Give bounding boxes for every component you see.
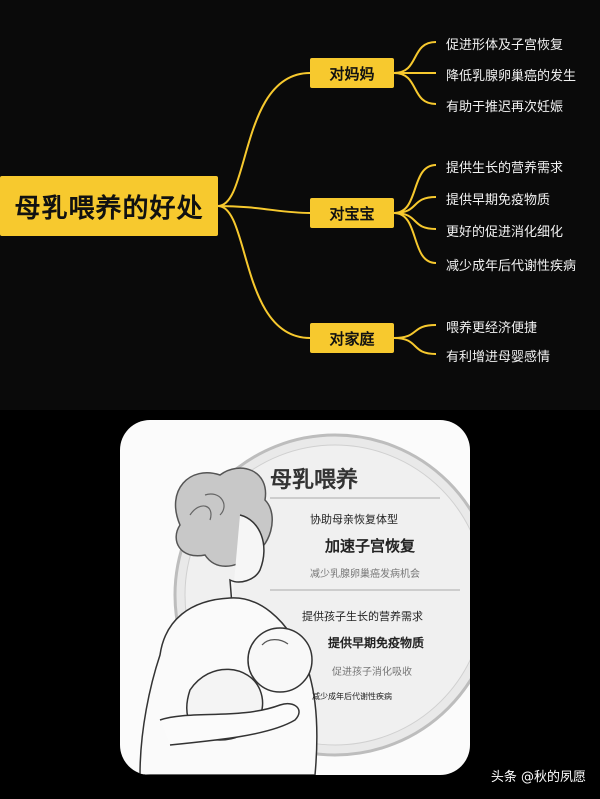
branch-node-mom: 对妈妈 xyxy=(310,58,394,88)
connector-baby-2 xyxy=(393,196,437,214)
illustration-line: 减少成年后代谢性疾病 xyxy=(312,692,392,701)
connector-baby-4 xyxy=(393,212,437,264)
illustration-card: 母乳喂养 协助母亲恢复体型 加速子宫恢复 减少乳腺卵巢癌发病机会 提供孩子生长的… xyxy=(120,420,470,775)
leaf-baby-1: 提供生长的营养需求 xyxy=(446,161,564,176)
connector-root-family xyxy=(217,205,311,339)
mother-arm xyxy=(159,703,300,746)
connector-baby-1 xyxy=(393,164,437,214)
branch-node-family: 对家庭 xyxy=(310,323,394,353)
illustration-title: 母乳喂养 xyxy=(270,467,359,493)
leaf-mom-1: 促进形体及子宫恢复 xyxy=(446,38,564,53)
mother-baby-drawing xyxy=(139,433,470,775)
leaf-baby-2: 提供早期免疫物质 xyxy=(446,193,551,208)
leaf-mom-3: 有助于推迟再次妊娠 xyxy=(446,100,564,115)
illustration-line: 提供早期免疫物质 xyxy=(328,636,425,650)
connector-root-mom xyxy=(217,72,311,207)
connector-root-baby xyxy=(217,205,311,214)
connector-mom-3 xyxy=(393,72,437,105)
leaf-family-2: 有利增进母婴感情 xyxy=(446,350,551,365)
illustration-line: 协助母亲恢复体型 xyxy=(310,513,398,526)
illustration-line: 加速子宫恢复 xyxy=(325,537,416,555)
root-node: 母乳喂养的好处 xyxy=(0,176,218,236)
connector-family-1 xyxy=(393,324,437,339)
mindmap-connectors xyxy=(217,41,437,355)
connector-mom-1 xyxy=(393,41,437,74)
leaf-baby-3: 更好的促进消化细化 xyxy=(446,225,564,240)
baby-head xyxy=(247,627,313,693)
illustration-panel: 母乳喂养 协助母亲恢复体型 加速子宫恢复 减少乳腺卵巢癌发病机会 提供孩子生长的… xyxy=(0,410,600,799)
leaf-mom-2: 降低乳腺卵巢癌的发生 xyxy=(446,69,577,84)
mother-face xyxy=(229,514,265,606)
illustration-line: 减少乳腺卵巢癌发病机会 xyxy=(310,569,420,580)
leaf-family-1: 喂养更经济便捷 xyxy=(446,321,538,336)
illustration-line: 促进孩子消化吸收 xyxy=(332,667,412,678)
illustration-line: 提供孩子生长的营养需求 xyxy=(302,610,423,623)
branch-node-baby: 对宝宝 xyxy=(310,198,394,228)
connector-baby-3 xyxy=(393,212,437,230)
connector-family-2 xyxy=(393,337,437,355)
watermark: 头条 @秋的夙愿 xyxy=(490,770,586,785)
leaf-baby-4: 减少成年后代谢性疾病 xyxy=(446,259,577,274)
mindmap: 母乳喂养的好处 对妈妈 对宝宝 对家庭 促进形体及子宫恢复 降低乳腺卵巢癌的发生… xyxy=(0,38,577,365)
